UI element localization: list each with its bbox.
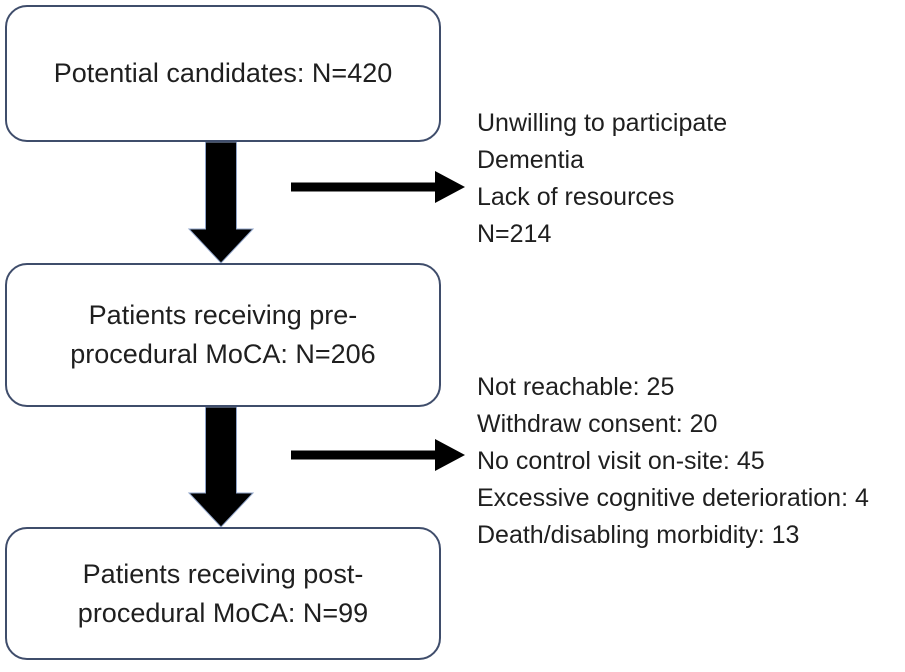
exclusion-line: Excessive cognitive deterioration: 4 xyxy=(477,484,869,512)
exclusion-line: Death/disabling morbidity: 13 xyxy=(477,521,800,549)
flow-box-post-procedural-moca: Patients receiving post- procedural MoCA… xyxy=(5,527,441,660)
exclusion-line: Unwilling to participate xyxy=(477,109,728,137)
flow-box-potential-candidates: Potential candidates: N=420 xyxy=(5,5,441,142)
right-arrow-icon xyxy=(291,171,465,203)
exclusion-list-pre-moca: Not reachable: 25 Withdraw consent: 20 N… xyxy=(477,369,869,554)
exclusion-line: No control visit on-site: 45 xyxy=(477,447,765,475)
exclusion-list-screening: Unwilling to participate Dementia Lack o… xyxy=(477,105,727,253)
box-text-line: Potential candidates: N=420 xyxy=(53,58,393,88)
flow-box-pre-procedural-moca: Patients receiving pre- procedural MoCA:… xyxy=(5,263,441,407)
box-text-line: procedural MoCA: N=99 xyxy=(77,597,369,628)
down-arrow-icon xyxy=(187,407,255,527)
exclusion-line: Dementia xyxy=(477,146,584,174)
box-text-line: Patients receiving pre- xyxy=(88,300,358,330)
exclusion-line: Lack of resources xyxy=(477,183,675,211)
right-arrow-icon xyxy=(291,439,465,471)
box-text-line: procedural MoCA: N=206 xyxy=(70,339,376,369)
exclusion-line: N=214 xyxy=(477,220,552,248)
exclusion-line: Not reachable: 25 xyxy=(477,373,675,401)
down-arrow-icon xyxy=(187,142,255,263)
exclusion-line: Withdraw consent: 20 xyxy=(477,410,718,438)
box-text-line: Patients receiving post- xyxy=(82,558,364,589)
